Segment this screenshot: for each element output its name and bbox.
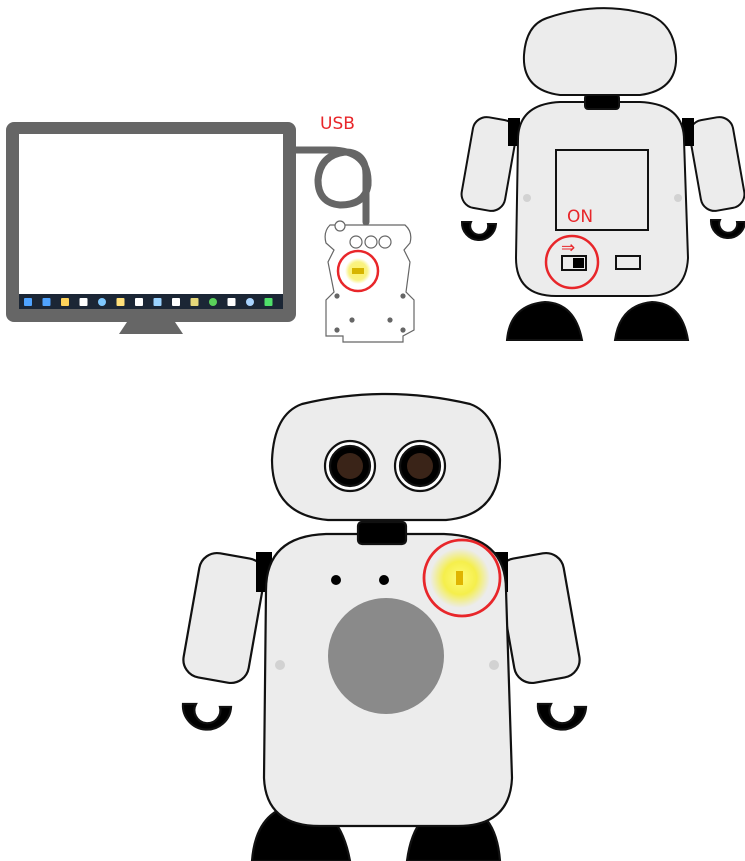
controller-board [324, 220, 415, 343]
taskbar-explorer-icon [61, 298, 69, 306]
taskbar [19, 294, 283, 309]
taskbar-windows-icon [24, 298, 32, 306]
front-led [456, 571, 463, 585]
board-led-highlight-circle [336, 249, 380, 293]
front-led-highlight-circle [422, 538, 502, 618]
taskbar-app-icon [172, 298, 180, 306]
board-led [352, 268, 364, 274]
usb-label: USB [320, 114, 355, 134]
switch-highlight-circle [544, 234, 600, 290]
taskbar-app-icon [227, 298, 236, 306]
taskbar-app-icon [98, 298, 106, 306]
robot-front-details [275, 575, 499, 714]
taskbar-app-icon [264, 298, 273, 306]
taskbar-icons [24, 298, 273, 306]
taskbar-app-icon [246, 298, 254, 306]
belly-circle [328, 598, 444, 714]
on-arrow: ⇒ [561, 238, 575, 258]
taskbar-app-icon [153, 298, 162, 306]
taskbar-app-icon [135, 298, 143, 306]
monitor-screen [19, 134, 283, 294]
taskbar-edge-icon [42, 298, 51, 306]
robot-back-screws [523, 194, 682, 202]
taskbar-store-icon [79, 298, 88, 306]
usb-cable [292, 146, 372, 226]
on-label: ON [567, 207, 593, 227]
taskbar-app-icon [190, 298, 199, 306]
taskbar-app-icon [116, 298, 125, 306]
monitor-stand [119, 322, 183, 334]
robot-back-view [460, 7, 745, 341]
monitor [6, 122, 296, 334]
taskbar-app-icon [209, 298, 217, 306]
